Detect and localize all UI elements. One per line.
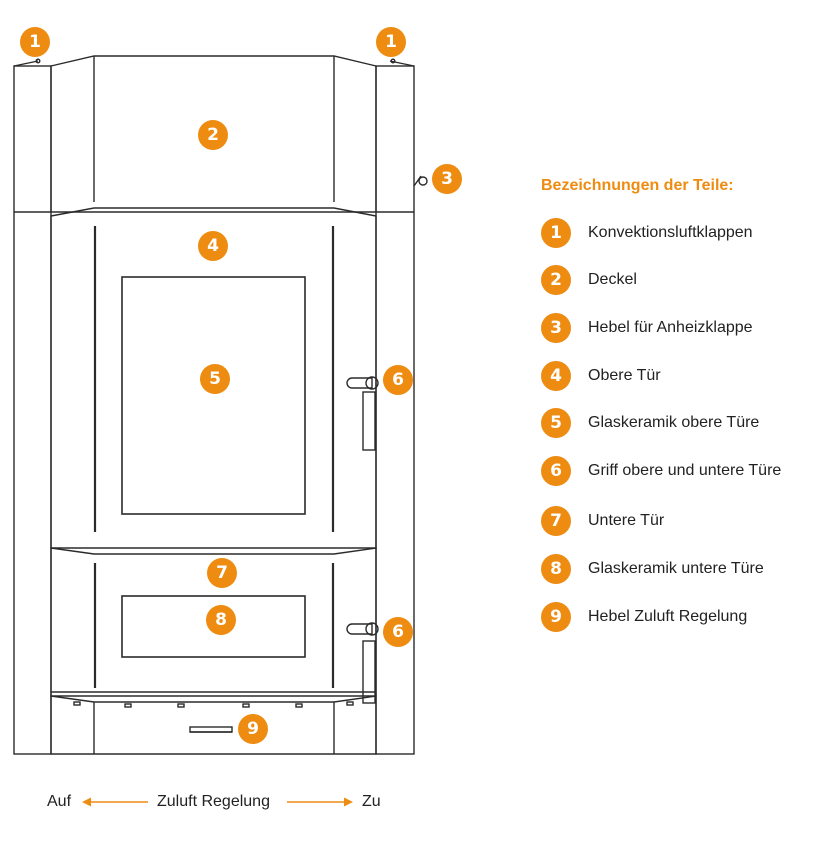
legend-label: Konvektionsluftklappen [588,224,753,241]
callout-badge: 1 [20,27,50,57]
legend-item: 1 Konvektionsluftklappen [541,217,753,249]
legend-badge: 5 [541,408,571,438]
callout-badge: 8 [206,605,236,635]
callout-badge: 5 [200,364,230,394]
base-section [50,695,377,755]
legend-badge: 3 [541,313,571,343]
airflow-open-label: Auf [47,793,72,810]
lower-glass [121,595,306,658]
callout-badge: 4 [198,231,228,261]
airflow-control-label: Zuluft Regelung [157,793,270,810]
legend-item: 7 Untere Tür [541,505,664,537]
left-side-panel [13,65,52,755]
legend-badge: 9 [541,602,571,632]
legend-item: 6 Griff obere und untere Türe [541,455,781,487]
legend-item: 5 Glaskeramik obere Türe [541,407,759,439]
callout-badge: 2 [198,120,228,150]
callout-badge: 6 [383,365,413,395]
lower-door-handle [346,623,373,635]
callout-badge: 6 [383,617,413,647]
legend-badge: 1 [541,218,571,248]
legend-label: Glaskeramik untere Türe [588,560,764,577]
upper-door-handle [346,377,373,389]
airflow-close-label: Zu [362,793,381,810]
upper-glass [121,276,306,515]
legend-label: Hebel für Anheizklappe [588,319,753,336]
callout-badge: 7 [207,558,237,588]
legend-badge: 6 [541,456,571,486]
legend-title: Bezeichnungen der Teile: [541,177,734,194]
arrow-left-icon [82,797,148,807]
legend-item: 2 Deckel [541,264,637,296]
legend-label: Obere Tür [588,367,661,384]
legend-label: Griff obere und untere Türe [588,462,782,479]
callout-badge: 3 [432,164,462,194]
air-control-lever [189,726,233,733]
legend-item: 4 Obere Tür [541,360,661,392]
legend-badge: 2 [541,265,571,295]
legend-label: Glaskeramik obere Türe [588,414,760,431]
legend-badge: 7 [541,506,571,536]
right-side-panel [375,65,415,755]
legend-item: 9 Hebel Zuluft Regelung [541,601,747,633]
legend-label: Hebel Zuluft Regelung [588,608,748,625]
arrow-right-icon [287,797,353,807]
legend-badge: 4 [541,361,571,391]
legend-badge: 8 [541,554,571,584]
lighting-lever [418,176,428,186]
legend-label: Untere Tür [588,512,665,529]
callout-badge: 9 [238,714,268,744]
legend-item: 3 Hebel für Anheizklappe [541,312,753,344]
legend-item: 8 Glaskeramik untere Türe [541,553,764,585]
callout-badge: 1 [376,27,406,57]
legend-label: Deckel [588,271,637,288]
